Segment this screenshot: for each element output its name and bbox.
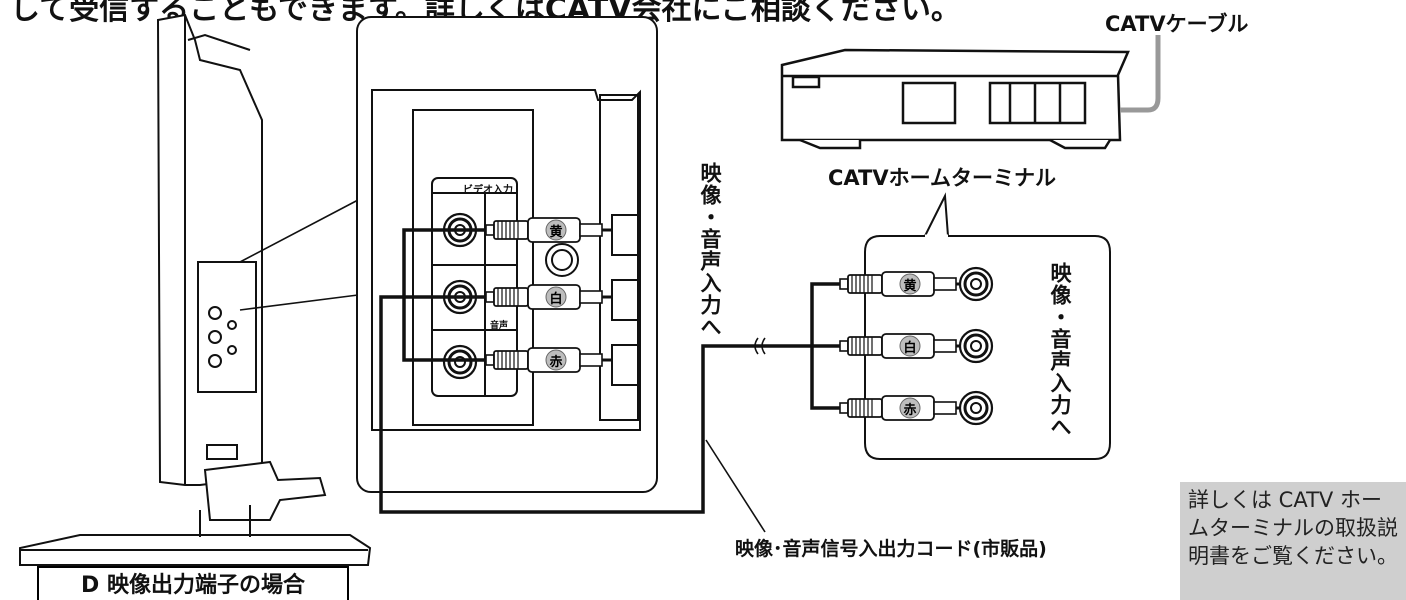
av-input-label-left: 映像・音声入力へ xyxy=(698,162,722,338)
plug-badge-yellow-terminal: 黄 xyxy=(903,279,917,294)
video-input-panel-title: ビデオ入力 xyxy=(463,185,513,196)
zoom-panel xyxy=(356,16,658,493)
catv-cable-label: CATVケーブル xyxy=(1105,12,1249,36)
plug-badge-red-tv: 赤 xyxy=(549,355,563,370)
plug-badge-red-terminal: 赤 xyxy=(903,403,917,418)
audio-label: 音声 xyxy=(490,321,509,331)
av-cable-tv-side xyxy=(379,228,812,514)
catv-terminal-label: CATVホームターミナル xyxy=(828,166,1056,190)
plug-badge-white-tv: 白 xyxy=(549,292,563,307)
caption-box: D 映像出力端子の場合 xyxy=(37,566,349,600)
catv-terminal-box xyxy=(780,48,1130,150)
tv-side-view xyxy=(19,13,372,566)
catv-cable-line xyxy=(1120,35,1161,113)
av-cord-label: 映像･音声信号入出力コード(市販品) xyxy=(735,538,1047,560)
break-marks xyxy=(705,337,766,533)
plug-badge-white-terminal: 白 xyxy=(903,341,917,356)
plug-badge-yellow-tv: 黄 xyxy=(549,225,563,240)
av-input-label-right: 映像・音声入力へ xyxy=(1048,262,1072,438)
terminal-back-callout xyxy=(864,192,1111,460)
note-box: 詳しくは CATV ホームターミナルの取扱説明書をご覧ください。 xyxy=(1180,482,1406,600)
av-cable-terminal-side xyxy=(810,282,840,410)
